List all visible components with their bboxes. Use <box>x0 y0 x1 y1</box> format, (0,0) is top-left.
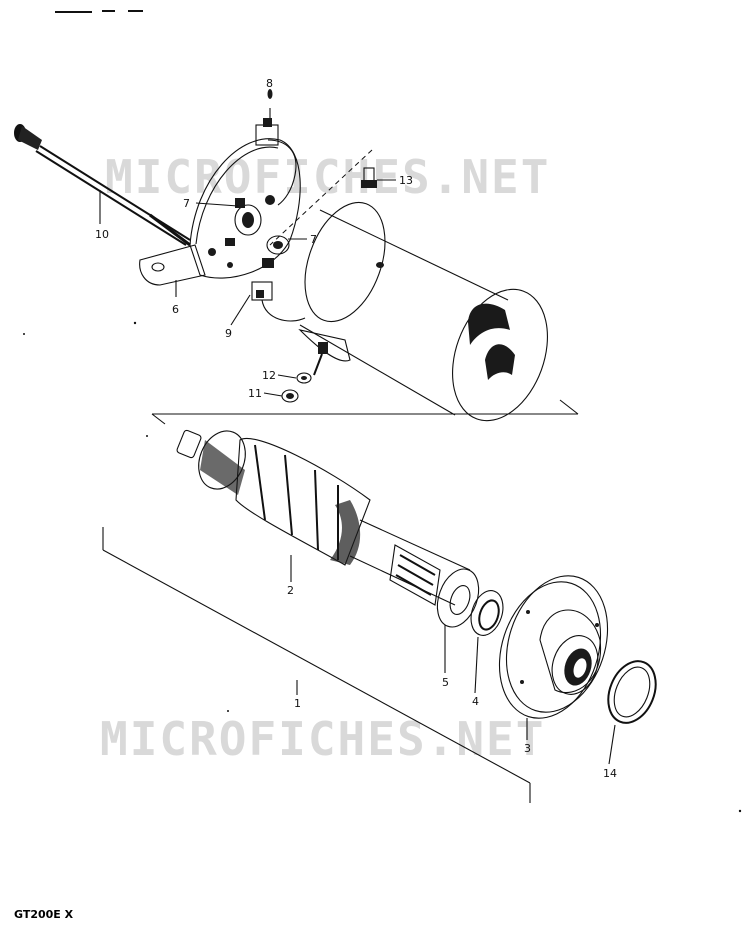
armature <box>176 429 471 606</box>
watermark-top: MICROFICHES.NET <box>105 150 550 204</box>
callout-4: 4 <box>472 695 479 708</box>
brush-holder-plate <box>139 138 301 286</box>
callout-1: 1 <box>294 697 301 710</box>
callout-3: 3 <box>524 742 531 755</box>
callout-6: 6 <box>172 303 179 316</box>
header-marks <box>55 10 143 13</box>
model-code-label: GT200E X <box>14 908 74 921</box>
callout-5: 5 <box>442 676 449 689</box>
callout-14: 14 <box>603 767 617 780</box>
brush-lower <box>251 281 306 322</box>
starter-yoke-housing <box>298 201 548 422</box>
bolt <box>361 167 377 188</box>
washer-5 <box>436 568 480 628</box>
callout-2: 2 <box>287 584 294 597</box>
oil-seal-4 <box>470 590 504 636</box>
leader-lines <box>99 179 616 765</box>
callout-8: 8 <box>266 77 273 90</box>
brush-terminal-upper <box>255 89 279 146</box>
callout-11: 11 <box>248 387 262 400</box>
callout-9: 9 <box>225 327 232 340</box>
callout-10: 10 <box>95 228 109 241</box>
callout-7-upper: 7 <box>183 197 190 210</box>
callout-13: 13 <box>399 174 413 187</box>
through-bolt <box>14 124 191 247</box>
watermark-bottom: MICROFICHES.NET <box>100 712 545 766</box>
assembly-bracket <box>102 527 531 803</box>
callout-12: 12 <box>262 369 276 382</box>
o-ring-14 <box>607 660 657 724</box>
washer-11 <box>281 389 299 403</box>
gear-side-housing <box>498 575 609 719</box>
terminal-nut-12 <box>296 372 312 384</box>
scan-specks <box>23 321 742 813</box>
callout-7-lower: 7 <box>310 233 317 246</box>
